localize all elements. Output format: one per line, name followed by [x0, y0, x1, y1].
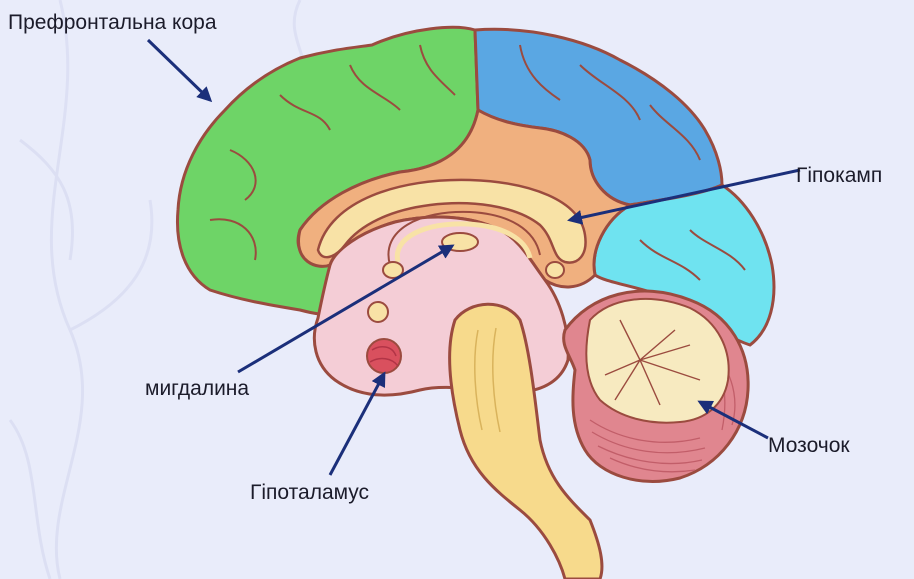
cerebellum-label: Мозочок — [768, 435, 850, 456]
hippocampus-label: Гіпокамп — [796, 165, 882, 186]
hypothalamus-label: Гіпоталамус — [250, 482, 369, 503]
pineal-bulb — [546, 262, 564, 278]
prefrontal-cortex-label: Префронтальна кора — [8, 12, 217, 33]
hypothalamus-shape — [367, 339, 401, 373]
amygdala-label: мигдалина — [145, 378, 249, 399]
arrow-prefrontal — [148, 40, 210, 100]
optic-bulb — [368, 302, 388, 322]
